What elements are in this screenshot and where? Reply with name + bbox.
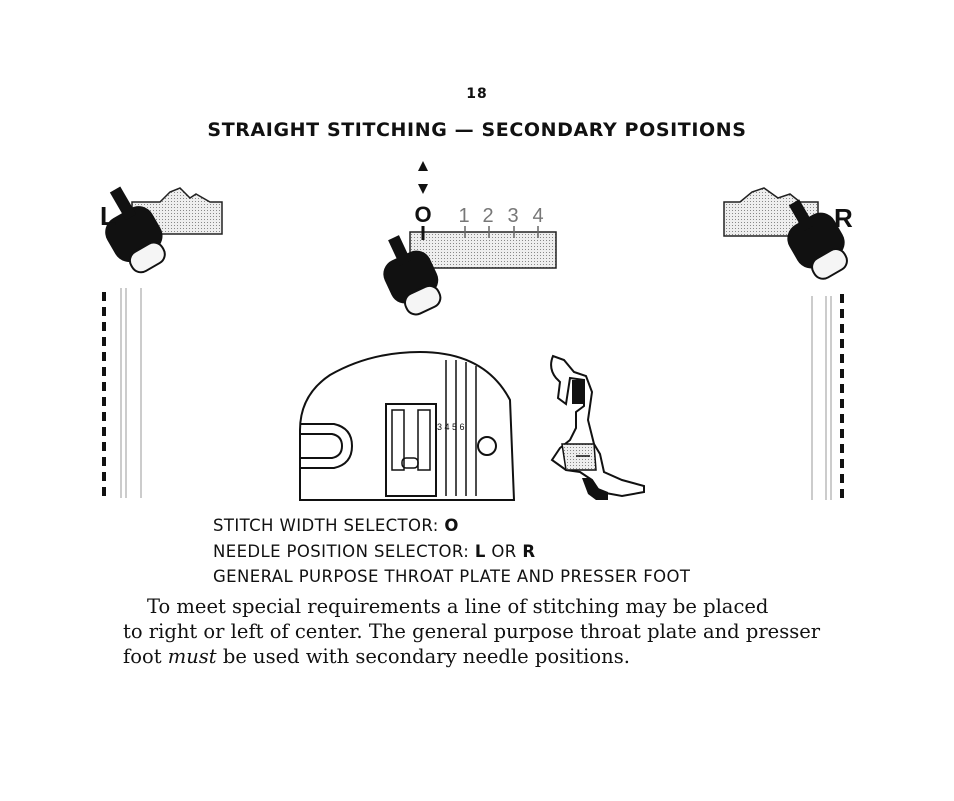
throat-plate-outline [299,350,516,501]
stitch-width-label: STITCH WIDTH SELECTOR: [213,516,439,535]
arrow-down-icon [418,184,428,194]
width-scale-4: 4 [532,205,543,227]
width-zero-label: O [414,202,431,227]
right-selector-knob-icon [787,199,848,280]
feed-dog-opening [385,403,437,497]
throat-plate-screw-hole [477,436,497,456]
width-scale-3: 3 [507,205,518,227]
needle-position-or: OR [491,542,517,561]
stitch-width-value: O [444,516,459,535]
stitch-width-caption: STITCH WIDTH SELECTOR: O [213,516,459,535]
arrow-up-icon [418,161,428,171]
needle-position-caption: NEEDLE POSITION SELECTOR: L OR R [213,542,535,561]
body-line-3: foot must be used with secondary needle … [123,644,828,669]
page-title: STRAIGHT STITCHING — SECONDARY POSITIONS [207,119,747,141]
left-stitch-lines [102,288,142,498]
width-selector-knob-icon [383,235,442,316]
width-scale-2: 2 [482,205,493,227]
needle-position-r: R [522,542,536,561]
needle-position-label: NEEDLE POSITION SELECTOR: [213,542,470,561]
throat-plate-slot [300,423,354,469]
body-line-3-end: be used with secondary needle positions. [216,645,630,668]
page-number: 18 [466,86,488,102]
left-position-label: L [100,201,116,231]
right-needle-position-diagram: R [723,187,853,280]
left-selector-knob-icon [105,186,166,274]
throat-plate-icon: 3 4 5 6 [299,350,516,501]
width-scale-1: 1 [458,205,469,227]
right-position-slot-plate [723,187,819,237]
right-position-label: R [834,203,853,233]
body-line-1: To meet special requirements a line of s… [147,595,769,618]
left-needle-position-diagram: L [100,186,223,274]
general-purpose-caption: GENERAL PURPOSE THROAT PLATE AND PRESSER… [213,567,691,586]
body-paragraph: To meet special requirements a line of s… [123,594,828,669]
throat-plate-markings: 3 4 5 6 [437,422,465,432]
width-selector-slot [409,231,557,269]
needle-position-l: L [474,542,486,561]
emphasis-must: must [167,645,217,668]
body-line-3-start: foot [123,645,168,668]
right-stitch-lines [811,294,844,500]
body-line-2: to right or left of center. The general … [123,620,821,643]
stitch-width-diagram: O 1 2 3 4 [383,161,557,316]
presser-foot-icon [550,354,645,500]
